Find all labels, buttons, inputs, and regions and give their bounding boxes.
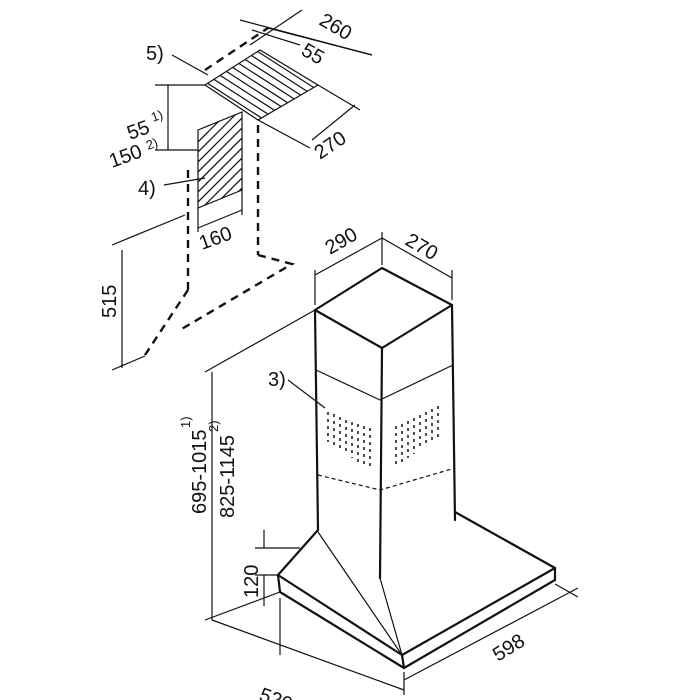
dim-120: 120 [241, 565, 263, 598]
dim-150: 150 [106, 141, 145, 173]
callout-4: 4) [138, 178, 156, 200]
footnote-2-150: 2) [144, 135, 160, 153]
callout-3: 3) [268, 369, 286, 391]
dim-290: 290 [322, 224, 362, 260]
dim-825-1145: 825-1145 [217, 435, 239, 518]
installation-outline [143, 27, 296, 356]
footnote-2-825: 2) [206, 420, 221, 432]
dim-160: 160 [196, 223, 235, 255]
dim-520: 520 [256, 684, 295, 700]
dim-515: 515 [99, 285, 121, 318]
dim-270-chimney: 270 [402, 229, 442, 265]
labels: 5) 4) 3) 260 55 270 55 1) 150 2) 160 515… [99, 9, 529, 700]
callout-5: 5) [146, 43, 164, 65]
dim-598: 598 [489, 630, 529, 666]
footnote-1-55: 1) [149, 107, 165, 125]
dim-55-top: 55 [298, 39, 328, 69]
dimension-lines [111, 9, 579, 695]
chimney [313, 266, 457, 580]
dim-260: 260 [316, 9, 356, 45]
dim-695-1015: 695-1015 [189, 429, 211, 514]
canopy [276, 510, 557, 670]
wall-outlet-hatch [197, 111, 243, 209]
footnote-1-695: 1) [178, 416, 193, 428]
dim-270-top: 270 [310, 127, 350, 164]
chimney-vents [327, 406, 439, 470]
